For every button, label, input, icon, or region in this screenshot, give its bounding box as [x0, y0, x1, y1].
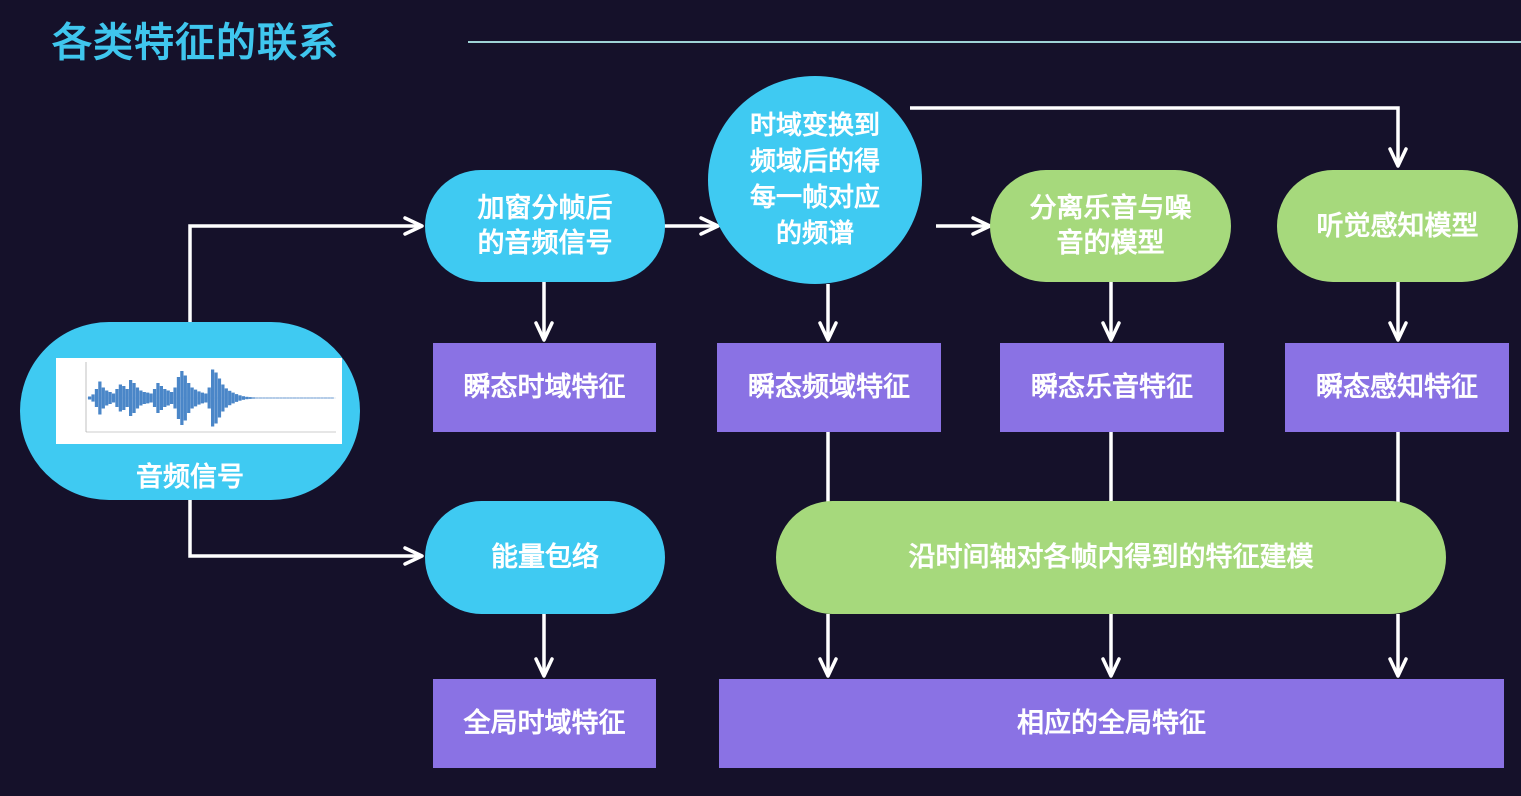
arrow-audio-to-envelope	[188, 500, 424, 566]
waveform-bar	[135, 387, 140, 409]
waveform-bar	[327, 397, 331, 399]
waveform-bar	[98, 381, 102, 415]
waveform-bar	[265, 397, 269, 399]
audio-signal-label: 音频信号	[136, 462, 244, 493]
waveform-bar	[320, 397, 324, 399]
instant-music-feature-box: 瞬态乐音特征	[1000, 343, 1224, 432]
waveform-bar	[197, 391, 201, 405]
waveform-bar	[255, 397, 259, 399]
waveform-signal	[88, 369, 334, 427]
page-title: 各类特征的联系	[52, 20, 339, 66]
waveform-bar	[293, 397, 297, 399]
waveform-bar	[152, 389, 157, 407]
waveform-bar	[91, 394, 95, 402]
title-divider	[468, 41, 1521, 43]
waveform-bar	[132, 383, 136, 413]
waveform-bar	[258, 397, 263, 399]
waveform-bar	[204, 393, 208, 403]
waveform-bar	[111, 393, 116, 403]
waveform-bar	[108, 392, 112, 404]
instant-freq-feature-box: 瞬态频域特征	[717, 343, 941, 432]
arrow-spectrum-to-auditory	[910, 106, 1408, 168]
waveform-bar	[166, 390, 170, 406]
instant-perceptual-feature-box: 瞬态感知特征	[1285, 343, 1509, 432]
waveform-bar	[139, 390, 143, 406]
waveform-bar	[269, 397, 273, 399]
waveform-thumbnail	[56, 358, 342, 444]
waveform-bar	[296, 397, 300, 399]
spectrum-node: 时域变换到频域后的得每一帧对应的频谱	[708, 76, 922, 284]
waveform-bar	[170, 392, 174, 404]
waveform-bar	[316, 397, 321, 399]
waveform-bar	[282, 397, 286, 399]
instant-time-feature-box: 瞬态时域特征	[433, 343, 656, 432]
waveform-bar	[310, 397, 314, 399]
waveform-bar	[241, 396, 245, 400]
waveform-bar	[275, 397, 280, 399]
waveform-bar	[176, 377, 181, 419]
waveform-bar	[299, 397, 304, 399]
waveform-bar	[286, 397, 290, 399]
waveform-bar	[163, 389, 167, 407]
waveform-bar	[159, 386, 163, 410]
waveform-bar	[272, 397, 276, 399]
waveform-bar	[330, 397, 334, 399]
waveform-bar	[214, 372, 218, 424]
waveform-bar	[129, 380, 133, 416]
energy-envelope-node: 能量包络	[425, 501, 665, 614]
waveform-bar	[200, 392, 204, 404]
waveform-bar	[303, 397, 307, 399]
waveform-bar	[306, 397, 310, 399]
arrow-audio-to-frames	[188, 216, 424, 322]
waveform-bar	[211, 369, 215, 427]
windowed-frames-node: 加窗分帧后的音频信号	[425, 170, 665, 282]
waveform-bar	[187, 383, 191, 413]
waveform-bar	[88, 396, 92, 400]
temporal-modeling-node: 沿时间轴对各帧内得到的特征建模	[776, 501, 1446, 614]
waveform-bar	[146, 392, 150, 404]
waveform-bar	[125, 389, 129, 407]
waveform-bar	[118, 384, 122, 412]
waveform-bar	[248, 397, 252, 399]
waveform-bar	[279, 397, 283, 399]
waveform-bar	[190, 387, 194, 409]
waveform-bar	[224, 388, 228, 408]
global-time-feature-box: 全局时域特征	[433, 679, 656, 768]
waveform-bar	[94, 389, 99, 407]
waveform-bar	[238, 395, 242, 401]
waveform-bar	[217, 378, 222, 418]
waveform-bar	[105, 390, 109, 406]
waveform-bar	[142, 392, 146, 404]
waveform-bar	[180, 371, 184, 425]
waveform-bar	[313, 397, 317, 399]
waveform-bar	[156, 383, 160, 413]
waveform-bar	[122, 386, 126, 410]
waveform-bar	[101, 387, 105, 409]
waveform-bar	[262, 397, 266, 399]
auditory-perception-model-node: 听觉感知模型	[1277, 170, 1518, 282]
global-corresponding-feature-box: 相应的全局特征	[719, 679, 1504, 768]
audio-signal-node: 音频信号	[20, 322, 360, 500]
waveform-bar	[207, 387, 211, 409]
waveform-bar	[289, 397, 293, 399]
waveform-bar	[252, 397, 256, 399]
waveform-bar	[193, 389, 198, 407]
waveform-bar	[228, 390, 232, 406]
waveform-bar	[183, 375, 187, 421]
waveform-bar	[245, 396, 249, 400]
waveform-bar	[149, 393, 153, 403]
waveform-bar	[323, 397, 327, 399]
waveform-bar	[115, 389, 119, 407]
waveform-bar	[231, 392, 235, 404]
waveform-bar	[234, 394, 239, 402]
waveform-bar	[173, 387, 177, 409]
music-noise-model-node: 分离乐音与噪音的模型	[990, 170, 1231, 282]
waveform-bar	[221, 384, 225, 412]
